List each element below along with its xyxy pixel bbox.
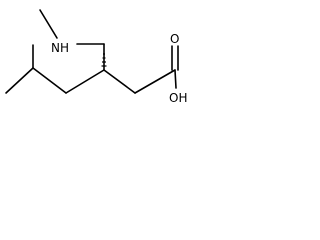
atom-label-nh: NH <box>51 41 69 55</box>
hashed-wedge-bond <box>101 49 107 67</box>
bond-stereocenter-to-acid-ch2 <box>103 69 136 94</box>
bond-ch2-to-carbonyl <box>134 69 176 94</box>
bond-carbonyl-to-hydroxyl <box>174 69 177 89</box>
bond-ch-to-methyl-left <box>5 67 34 94</box>
atom-label-o: O <box>170 32 179 46</box>
bond-methyl-to-nitrogen <box>39 9 58 39</box>
chemical-structure: NH O OH <box>5 9 187 105</box>
bond-stereocenter-to-isobutyl-ch2 <box>65 69 105 94</box>
atom-label-oh: OH <box>169 91 187 105</box>
bond-isobutyl-ch2-to-ch <box>32 67 67 94</box>
